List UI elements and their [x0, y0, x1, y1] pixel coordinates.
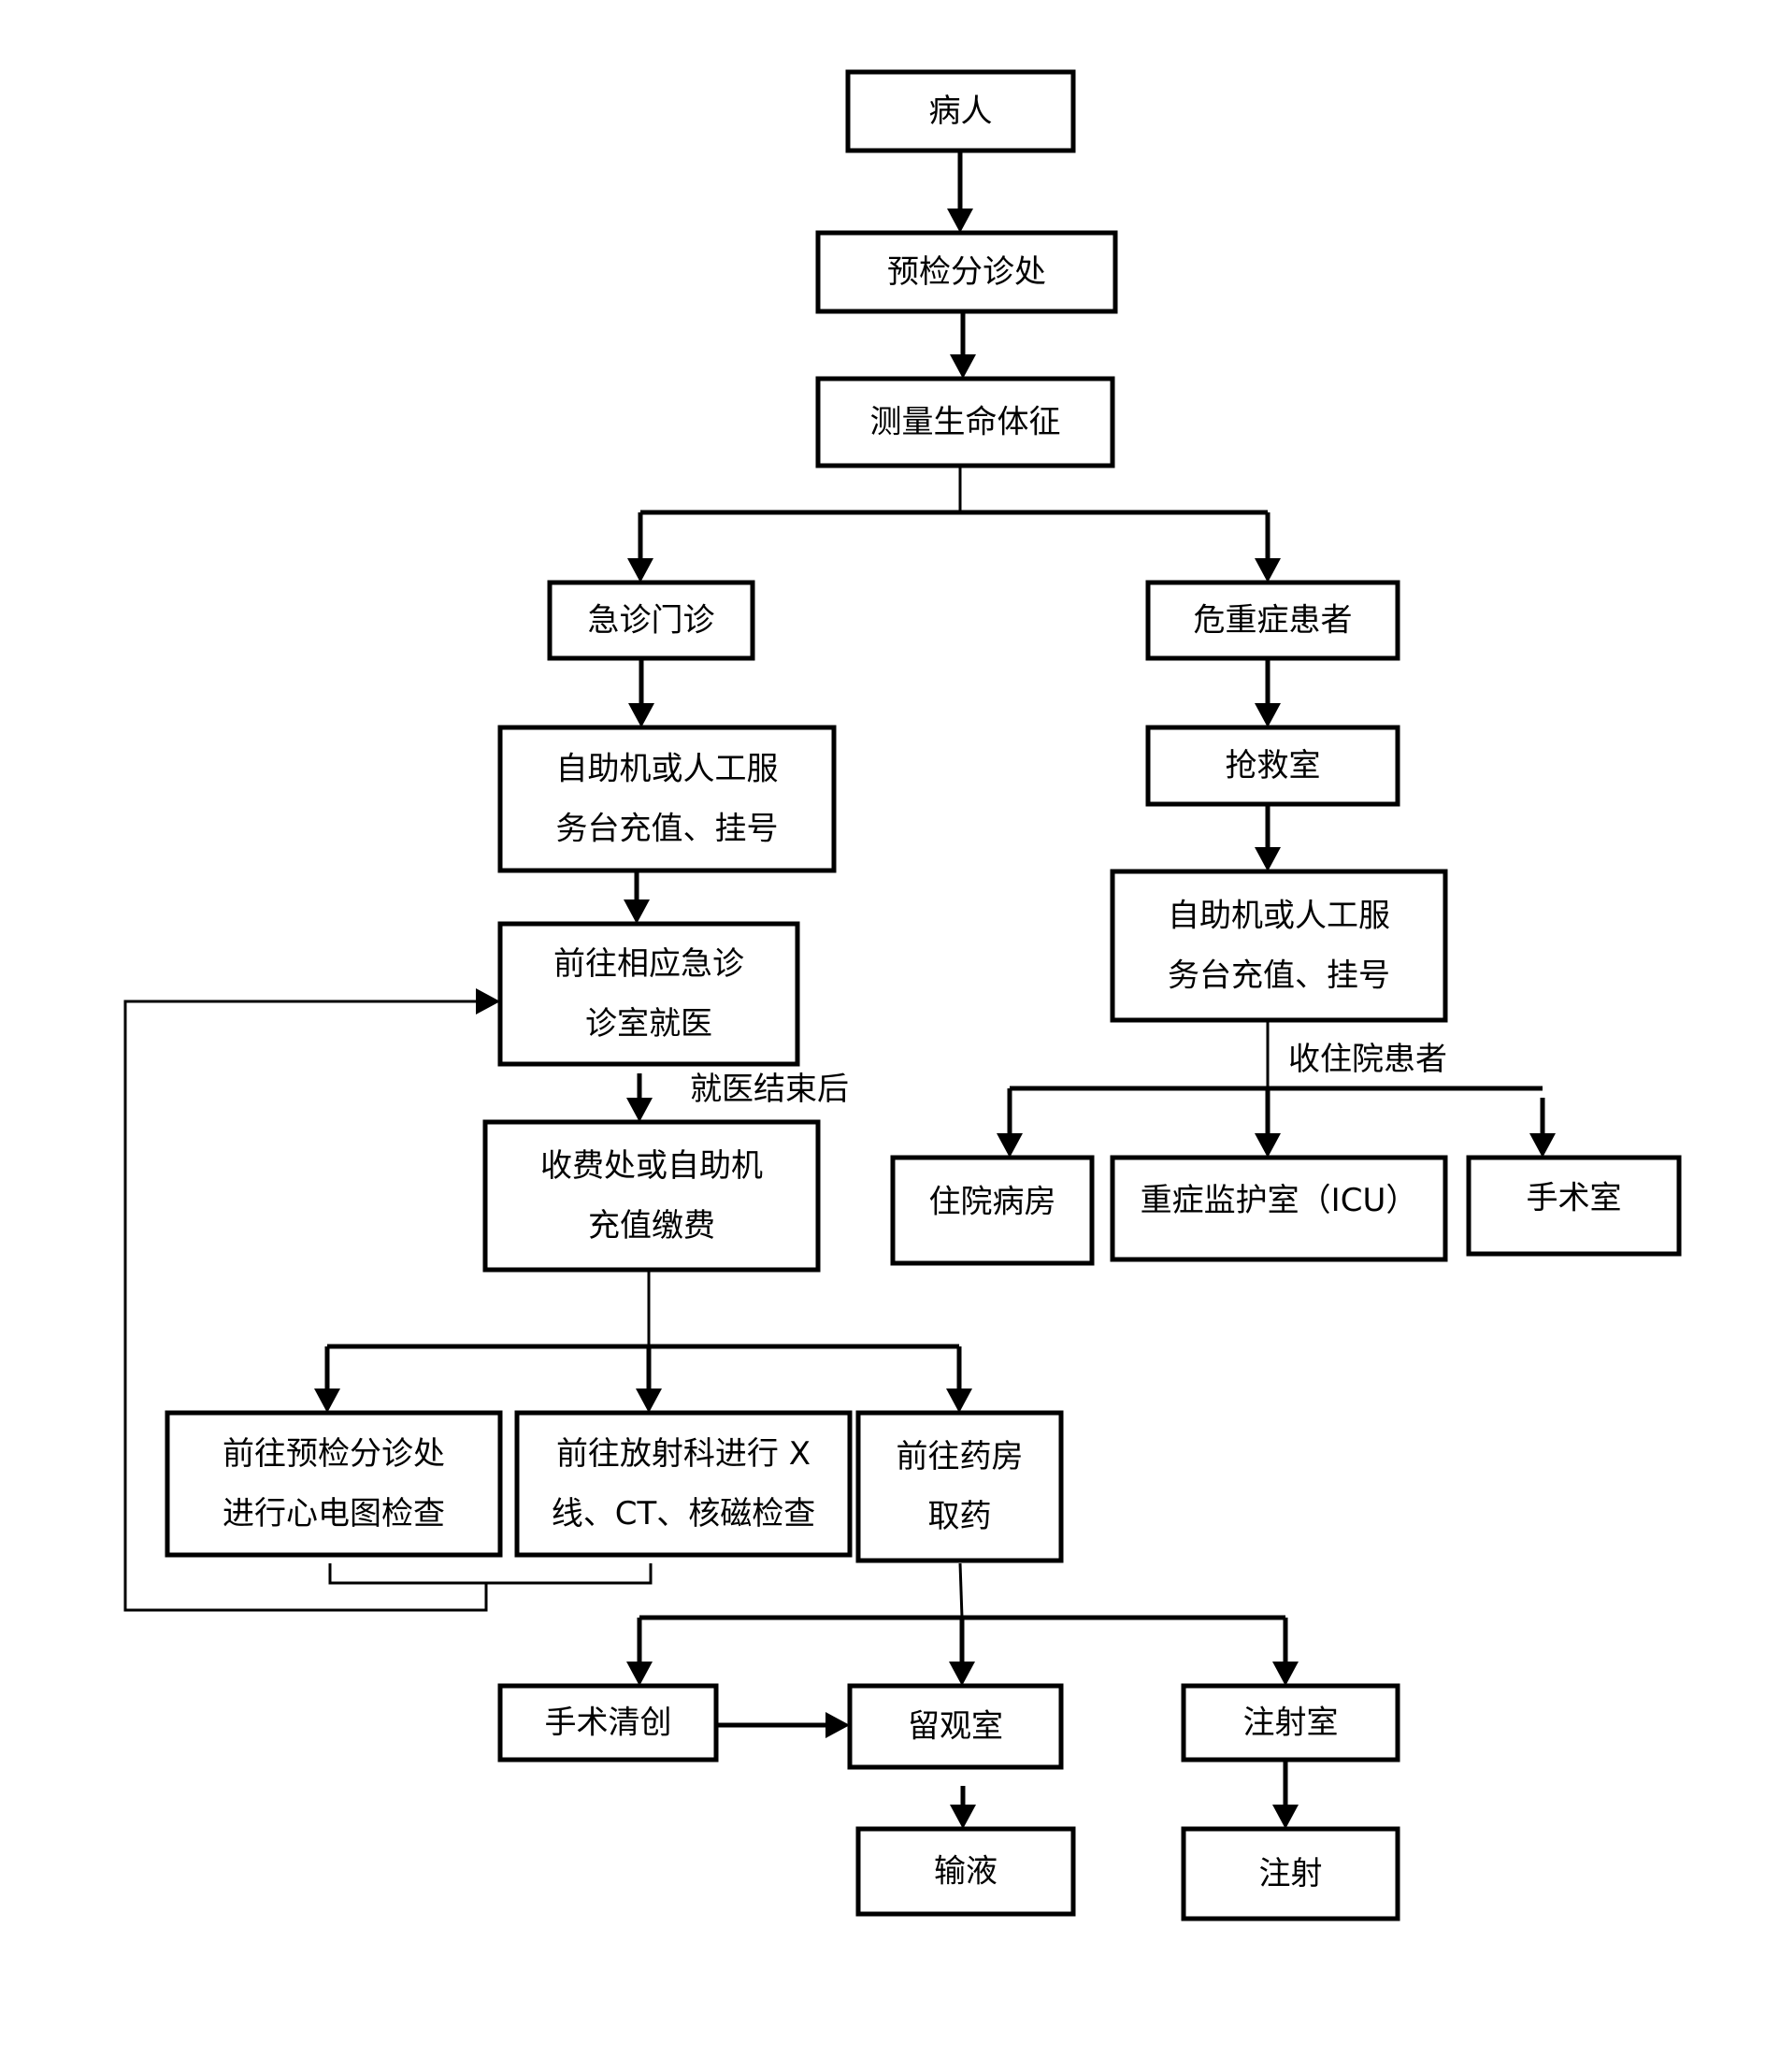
arrowhead-icon	[627, 558, 653, 583]
edge-pharmacy-split	[958, 1562, 964, 1619]
node-label: 危重症患者	[1194, 602, 1353, 640]
node-critical-patient: 危重症患者	[1145, 580, 1400, 661]
node-box	[890, 1155, 1095, 1266]
node-operating-room: 手术室	[1466, 1155, 1682, 1257]
node-label: 测量生命体征	[870, 404, 1061, 441]
node-box	[815, 376, 1115, 468]
node-label: 收费处或自助机	[540, 1147, 763, 1185]
node-ward: 住院病房	[890, 1155, 1095, 1266]
node-label: 手术室	[1527, 1179, 1622, 1216]
edge-tests-merge	[328, 1563, 653, 1585]
node-box	[514, 1410, 853, 1558]
arrowhead-icon	[949, 1662, 975, 1686]
arrowhead-icon	[1255, 558, 1281, 583]
arrowhead-icon	[628, 703, 654, 727]
node-box	[1145, 725, 1400, 807]
node-label: 输液	[934, 1853, 998, 1891]
arrowhead-icon	[947, 209, 973, 233]
node-label: 线、CT、核磁检查	[552, 1495, 816, 1532]
node-label: 取药	[928, 1498, 992, 1535]
node-label: 前往放射科进行 X	[556, 1435, 811, 1473]
node-observation: 留观室	[847, 1683, 1064, 1770]
node-box	[1466, 1155, 1682, 1257]
arrowhead-icon	[1255, 1133, 1281, 1158]
node-rescue-room: 抢救室	[1145, 725, 1400, 807]
arrowhead-icon	[1255, 703, 1281, 727]
node-infusion: 输液	[855, 1826, 1076, 1917]
node-label: 住院病房	[929, 1183, 1056, 1220]
node-box	[1110, 869, 1448, 1023]
node-label: 前往相应急诊	[553, 945, 744, 983]
connectors	[123, 151, 1556, 1829]
node-patient: 病人	[845, 69, 1076, 153]
node-label: 注射	[1259, 1855, 1323, 1892]
nodes: 病人预检分诊处测量生命体征急诊门诊危重症患者自助机或人工服务台充值、挂号抢救室自…	[165, 69, 1682, 1921]
node-box	[845, 69, 1076, 153]
arrowhead-icon	[1529, 1133, 1556, 1158]
node-label: 手术清创	[545, 1705, 672, 1742]
arrowhead-icon	[626, 1098, 653, 1122]
node-label: 充值缴费	[588, 1207, 715, 1245]
node-label: 自助机或人工服	[1168, 898, 1390, 935]
node-box	[497, 921, 800, 1067]
arrowhead-icon	[1272, 1805, 1299, 1829]
node-radiology: 前往放射科进行 X 线、CT、核磁检查	[514, 1410, 853, 1558]
node-box	[855, 1410, 1064, 1563]
node-label: 务台充值、挂号	[556, 811, 779, 848]
edge-label-admit: 收住院患者	[1288, 1041, 1447, 1078]
node-box	[1181, 1683, 1400, 1763]
node-label: 前往预检分诊处	[222, 1435, 445, 1473]
node-debridement: 手术清创	[497, 1683, 719, 1763]
arrowhead-icon	[314, 1389, 340, 1413]
node-box	[1181, 1826, 1400, 1921]
node-box	[815, 230, 1118, 314]
node-box	[1110, 1155, 1448, 1262]
node-label: 自助机或人工服	[556, 751, 779, 788]
node-label: 重症监护室（ICU）	[1141, 1182, 1418, 1219]
node-emergency-outpatient: 急诊门诊	[547, 580, 755, 661]
node-triage: 预检分诊处	[815, 230, 1118, 314]
arrowhead-icon	[624, 899, 650, 924]
node-label: 进行心电图检查	[222, 1495, 445, 1532]
node-label: 急诊门诊	[588, 602, 715, 640]
node-label: 抢救室	[1226, 747, 1321, 784]
arrowhead-icon	[997, 1133, 1023, 1158]
node-injection-room: 注射室	[1181, 1683, 1400, 1763]
node-label: 诊室就医	[585, 1005, 712, 1043]
node-box	[482, 1119, 821, 1273]
node-box	[855, 1826, 1076, 1917]
arrowhead-icon	[950, 354, 976, 379]
arrowhead-icon	[626, 1662, 653, 1686]
node-label: 前往药房	[897, 1438, 1024, 1475]
node-box	[1145, 580, 1400, 661]
arrowhead-icon	[825, 1712, 850, 1738]
node-box	[547, 580, 755, 661]
node-injection: 注射	[1181, 1826, 1400, 1921]
node-label: 务台充值、挂号	[1168, 957, 1390, 995]
arrowhead-icon	[636, 1389, 662, 1413]
arrowhead-icon	[476, 988, 500, 1014]
node-vitals: 测量生命体征	[815, 376, 1115, 468]
node-box	[165, 1410, 503, 1558]
node-label: 注射室	[1243, 1705, 1339, 1742]
node-box	[497, 725, 837, 873]
edge-label-after-consult: 就医结束后	[690, 1071, 849, 1108]
node-label: 病人	[929, 93, 993, 130]
arrowhead-icon	[1272, 1662, 1299, 1686]
arrowhead-icon	[1255, 847, 1281, 871]
node-label: 留观室	[908, 1708, 1003, 1746]
arrowhead-icon	[946, 1389, 972, 1413]
edge-tests-return	[123, 1000, 488, 1612]
node-icu: 重症监护室（ICU）	[1110, 1155, 1448, 1262]
node-label: 预检分诊处	[887, 253, 1046, 291]
node-box	[497, 1683, 719, 1763]
node-box	[847, 1683, 1064, 1770]
arrowhead-icon	[950, 1805, 976, 1829]
